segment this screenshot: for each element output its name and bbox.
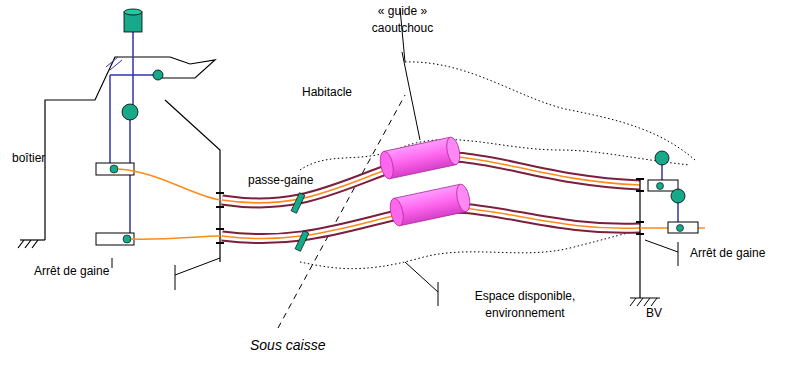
floor-line — [278, 95, 405, 328]
inner-cable — [131, 236, 220, 239]
leader-line — [112, 240, 678, 306]
inner-cable — [118, 169, 220, 200]
zone-label: Habitacle — [302, 84, 372, 101]
zone-label: Sous caisse — [250, 335, 360, 355]
part-label: « guide » caoutchouc — [355, 3, 450, 38]
zone-label: Espace disponible, environnement — [450, 288, 600, 323]
part-label: Arrêt de gaine — [690, 245, 790, 262]
part-label: Arrêt de gaine — [34, 263, 144, 280]
grommet — [291, 193, 309, 252]
rubber-guide — [378, 136, 472, 227]
shift-lever — [96, 9, 163, 245]
part-label: passe-gaine — [248, 172, 328, 189]
gearbox — [630, 151, 705, 306]
housing-outline — [18, 57, 220, 262]
part-label: BV — [646, 305, 676, 322]
part-label: boîtier — [12, 150, 72, 167]
